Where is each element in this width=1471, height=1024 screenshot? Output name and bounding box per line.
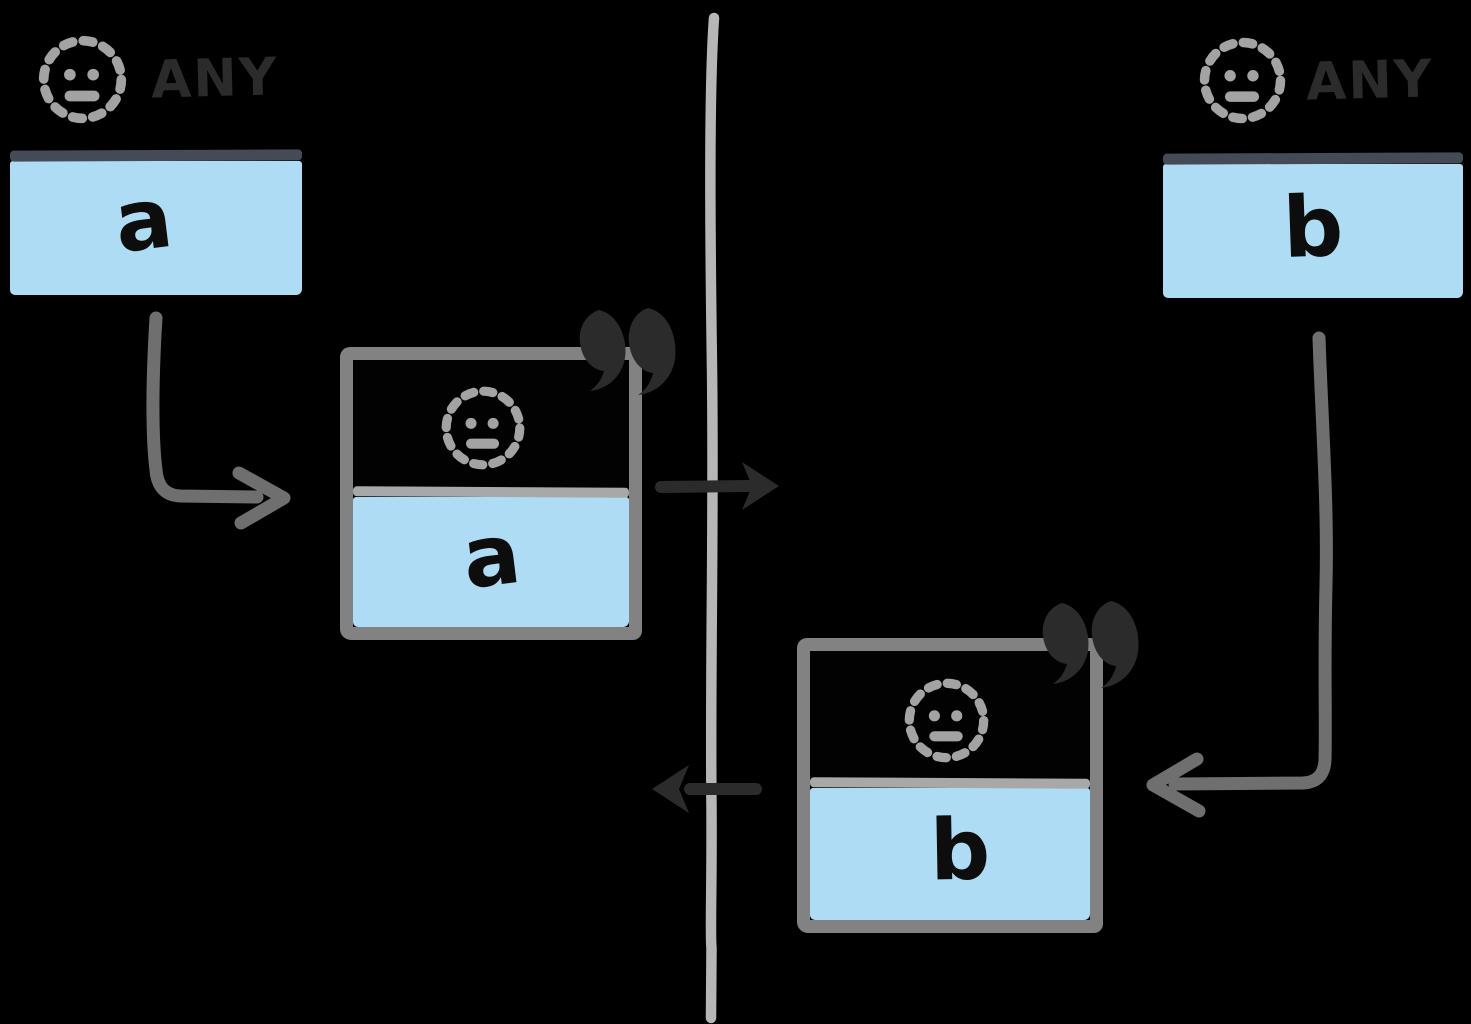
any-type-smiley-icon <box>904 678 988 763</box>
any-type-smiley-icon <box>38 35 127 123</box>
double-quote-icon <box>579 308 676 395</box>
scope-boundary-line <box>705 12 720 1024</box>
type-value-divider <box>1162 152 1464 165</box>
copy-box-b: b <box>797 638 1103 933</box>
source-a-type-row: ANY <box>10 8 302 150</box>
copy-a-value-area: a <box>353 497 629 627</box>
source-a-value-area: a <box>10 161 302 295</box>
type-value-divider <box>352 486 630 498</box>
arrow-copy-b-across-boundary <box>652 765 762 813</box>
type-value-divider <box>9 149 303 162</box>
value-letter-b: b <box>929 800 991 900</box>
copy-box-a: a <box>340 347 642 640</box>
source-box-a: ANY a <box>9 8 303 295</box>
arrow-source-a-to-copy-a <box>146 311 291 530</box>
copy-b-type-row <box>810 651 1090 778</box>
arrow-source-b-to-copy-b <box>1146 331 1333 818</box>
value-letter-b: b <box>1281 176 1345 278</box>
copy-a-type-row <box>353 360 629 487</box>
type-value-divider <box>809 777 1091 789</box>
copy-b-value-area: b <box>810 788 1090 920</box>
source-box-b: ANY b <box>1162 8 1464 298</box>
double-quote-icon <box>1042 601 1139 688</box>
any-type-smiley-icon <box>1199 37 1286 124</box>
source-b-value-area: b <box>1163 164 1463 298</box>
value-letter-a: a <box>108 167 178 273</box>
arrow-copy-a-across-boundary <box>655 462 779 510</box>
any-type-label: ANY <box>150 47 280 111</box>
value-letter-a: a <box>456 503 526 609</box>
source-b-type-row: ANY <box>1163 8 1463 153</box>
any-type-smiley-icon <box>441 386 525 469</box>
any-type-label: ANY <box>1305 48 1435 113</box>
